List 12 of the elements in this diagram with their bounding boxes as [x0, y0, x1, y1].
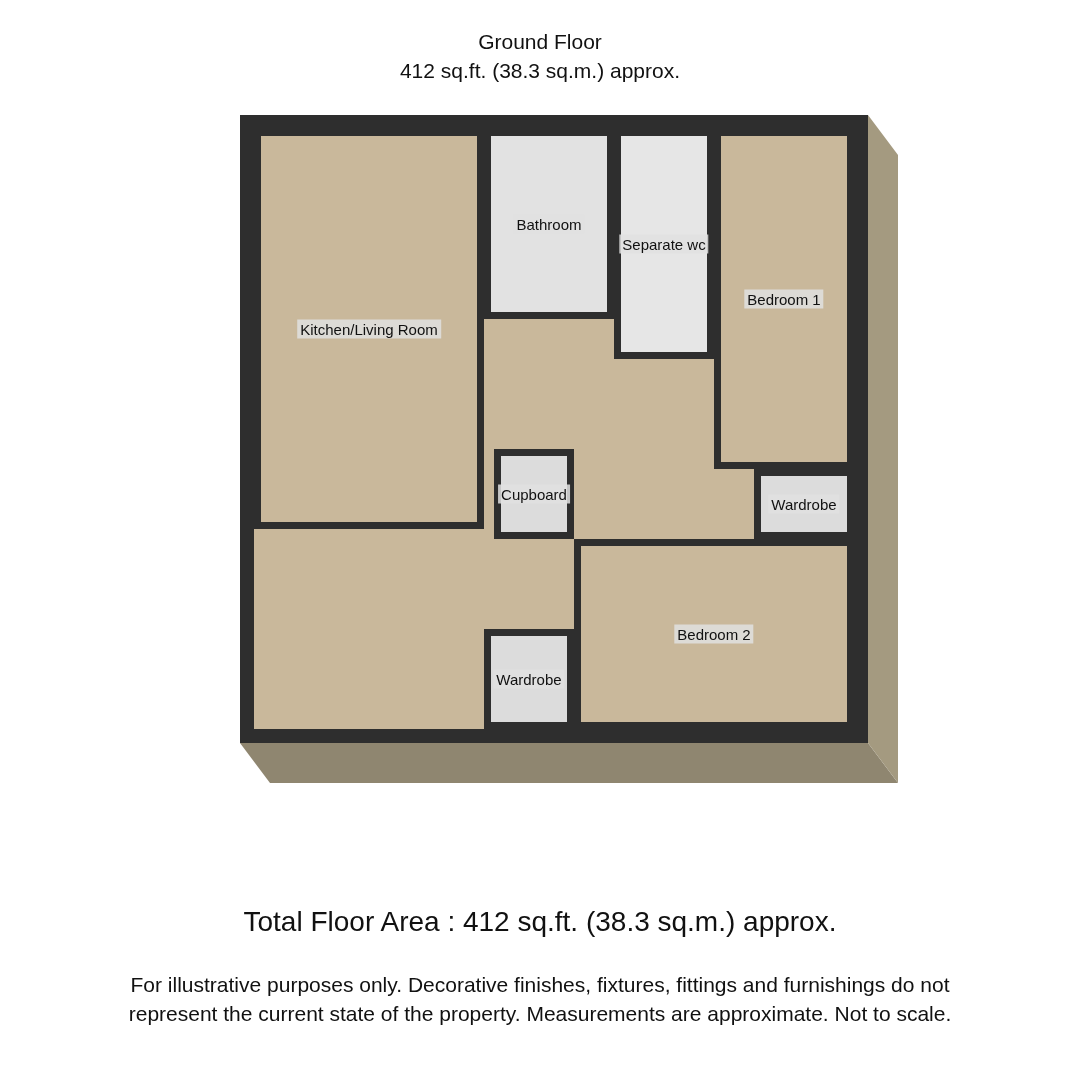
room-label: Wardrobe [493, 669, 565, 689]
room-area [494, 449, 574, 539]
floor-title: Ground Floor [477, 30, 603, 54]
total-area-text: Total Floor Area : 412 sq.ft. (38.3 sq.m.) approx. [242, 906, 838, 938]
room-label: Cupboard [498, 484, 570, 504]
room-label: Separate wc [619, 234, 709, 254]
room-label: Bedroom 1 [744, 289, 824, 309]
room-label: Kitchen/Living Room [297, 319, 441, 339]
floor-area-text: 412 sq.ft. (38.3 sq.m.) approx. [398, 59, 682, 83]
room-label: Wardrobe [768, 494, 840, 514]
room-label: Bedroom 2 [674, 624, 754, 644]
disclaimer-text: For illustrative purposes only. Decorative finishes, fixtures, fittings and furnishings do not represent the current state of the property. Measurements are approximate. Not to scale. [127, 972, 953, 1027]
